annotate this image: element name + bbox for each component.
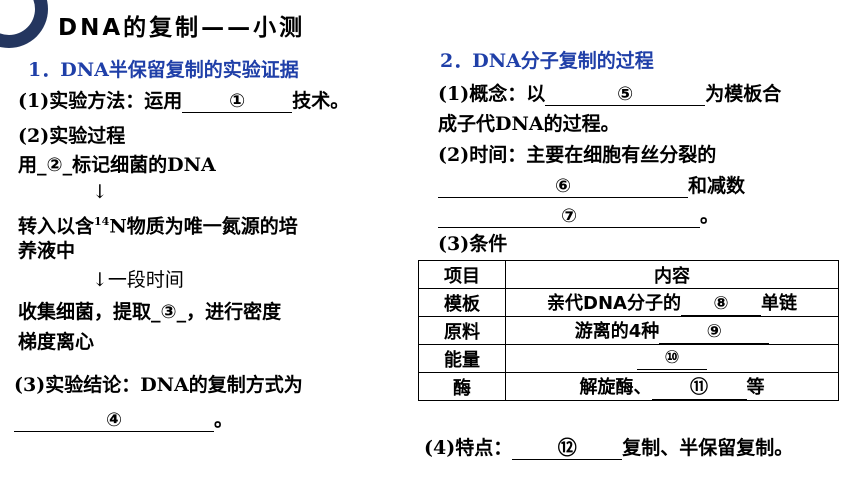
left-heading: 1．DNA半保留复制的实验证据 <box>28 59 299 81</box>
right-q1-line2: 成子代DNA的过程。 <box>438 113 620 135</box>
row-item: 原料 <box>418 316 506 345</box>
step1-suffix: _标记细菌的DNA <box>62 154 216 176</box>
header-item: 项目 <box>418 260 506 289</box>
blank-11: ⑪ <box>651 377 747 400</box>
row-prefix: 游离的4种 <box>574 321 660 342</box>
right-q3-heading: (3)条件 <box>438 233 508 255</box>
blank-4: ④ <box>14 409 214 432</box>
row-suffix: 等 <box>746 377 765 398</box>
blank-1: ① <box>182 90 293 113</box>
header-content: 内容 <box>505 260 839 289</box>
step2-prefix: 转入以含 <box>18 215 95 238</box>
left-q3-line2: ④。 <box>14 408 233 432</box>
blank-6: ⑥ <box>438 175 688 198</box>
step2-suffix: N物质为唯一氮源的培 <box>109 215 298 238</box>
arrow-down-2: ↓一段时间 <box>92 269 184 291</box>
row-item: 模板 <box>418 288 506 317</box>
right-q2: (2)时间：主要在细胞有丝分裂的 <box>438 144 717 166</box>
page-title: DNA的复制——小测 <box>58 15 306 41</box>
arrow-down-1: ↓ <box>92 181 108 203</box>
left-step3: 收集细菌，提取_③_，进行密度 <box>18 300 281 324</box>
row-suffix: 单链 <box>760 293 797 314</box>
step3-prefix: 收集细菌，提取_ <box>18 301 161 323</box>
blank-8: ⑧ <box>680 293 761 316</box>
blank-5: ⑤ <box>545 83 706 106</box>
blank-9: ⑨ <box>659 321 770 344</box>
right-q1-suffix: 为模板合 <box>705 83 782 105</box>
blank-7: ⑦ <box>438 205 700 228</box>
row-item: 酶 <box>418 372 506 401</box>
step2-sup: 14 <box>94 215 110 228</box>
blank-12: ⑫ <box>512 437 623 460</box>
table-row: 能量 ⑩ <box>418 344 839 373</box>
row-prefix: 解旋酶、 <box>579 377 652 398</box>
left-step1: 用_②_标记细菌的DNA <box>18 153 216 177</box>
left-step2: 转入以含14N物质为唯一氮源的培 <box>18 210 298 238</box>
left-q3: (3)实验结论：DNA的复制方式为 <box>14 374 303 396</box>
blank-3: ③ <box>160 301 177 323</box>
row-prefix: 亲代DNA分子的 <box>547 293 681 314</box>
left-q3-suffix: 。 <box>214 409 234 431</box>
left-q2-heading: (2)实验过程 <box>18 125 126 147</box>
left-q1-suffix: 技术。 <box>292 90 350 112</box>
left-step2-line2: 养液中 <box>18 240 76 262</box>
blank-10: ⑩ <box>637 347 707 370</box>
right-q1-prefix: (1)概念：以 <box>438 83 546 105</box>
right-q4-prefix: (4)特点： <box>424 437 513 459</box>
blank-2: ② <box>46 154 63 176</box>
step1-prefix: 用_ <box>18 154 47 176</box>
table-header-row: 项目 内容 <box>418 260 839 289</box>
row-item: 能量 <box>418 344 506 373</box>
row-content: ⑩ <box>505 344 839 373</box>
left-q1-prefix: (1)实验方法：运用 <box>18 90 183 112</box>
right-heading: 2．DNA分子复制的过程 <box>440 50 654 72</box>
right-q2-mid: 和减数 <box>688 175 746 197</box>
left-step3-line2: 梯度离心 <box>18 331 95 353</box>
right-q2-line3: ⑦。 <box>438 204 719 228</box>
right-q4-suffix: 复制、半保留复制。 <box>622 437 794 459</box>
step3-suffix: _，进行密度 <box>176 301 282 323</box>
right-q2-end: 。 <box>700 205 720 227</box>
decorative-ring <box>0 0 48 48</box>
